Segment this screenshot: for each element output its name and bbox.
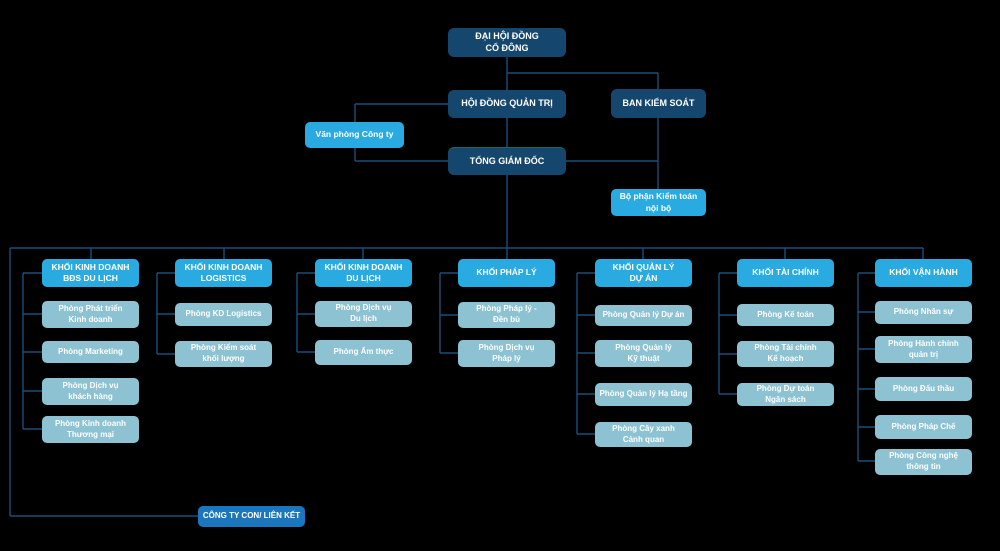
division-phap-ly: KHỐI PHÁP LÝ [458,259,555,287]
department-node: Phòng Dịch vụ Pháp lý [458,340,555,367]
node-subsidiaries: CÔNG TY CON/ LIÊN KẾT [198,506,305,527]
department-node: Phòng Hành chính quản trị [875,336,972,363]
department-node: Phòng Dự toán Ngân sách [737,383,834,406]
department-node: Phòng Cây xanh Cảnh quan [595,422,692,447]
division-tai-chinh: KHỐI TÀI CHÍNH [737,259,834,287]
node-company-office: Văn phòng Công ty [305,122,404,148]
department-node: Phòng Dịch vụ khách hàng [42,378,139,405]
department-node: Phòng Quản lý Dự án [595,305,692,326]
department-node: Phòng Công nghệ thông tin [875,449,972,475]
node-supervisory-board: BAN KIỂM SOÁT [611,89,706,118]
department-node: Phòng Quản lý Hạ tầng [595,383,692,406]
department-node: Phòng Phát triển Kinh doanh [42,301,139,328]
department-node: Phòng Kiểm soát khối lượng [175,341,272,367]
division-kinh-doanh-logistics: KHỐI KINH DOANH LOGISTICS [175,259,272,287]
department-node: Phòng Tài chính Kế hoạch [737,341,834,367]
division-van-hanh: KHỐI VẬN HÀNH [875,259,972,287]
department-node: Phòng Kế toán [737,304,834,326]
division-kinh-doanh-du-lich: KHỐI KINH DOANH DU LỊCH [315,259,412,287]
department-node: Phòng Dịch vụ Du lịch [315,301,412,327]
department-node: Phòng Kinh doanh Thương mại [42,416,139,443]
node-board-of-directors: HỘI ĐỒNG QUẢN TRỊ [448,90,566,118]
department-node: Phòng Nhân sự [875,301,972,324]
department-node: Phòng Marketing [42,341,139,363]
node-internal-audit: Bộ phận Kiểm toán nội bộ [611,189,706,216]
department-node: Phòng Pháp Chế [875,415,972,439]
division-quan-ly-du-an: KHỐI QUẢN LÝ DỰ ÁN [595,259,692,287]
department-node: Phòng Đấu thầu [875,377,972,401]
department-node: Phòng Quản lý Kỹ thuật [595,340,692,367]
division-kinh-doanh-bds-du-lich: KHỐI KINH DOANH BĐS DU LỊCH [42,259,139,287]
node-ceo: TỔNG GIÁM ĐỐC [448,147,566,175]
node-shareholders-meeting: ĐẠI HỘI ĐỒNG CỔ ĐÔNG [448,28,566,57]
department-node: Phòng Pháp lý - Đền bù [458,302,555,328]
department-node: Phòng Ẩm thực [315,340,412,365]
department-node: Phòng KD Logistics [175,303,272,326]
